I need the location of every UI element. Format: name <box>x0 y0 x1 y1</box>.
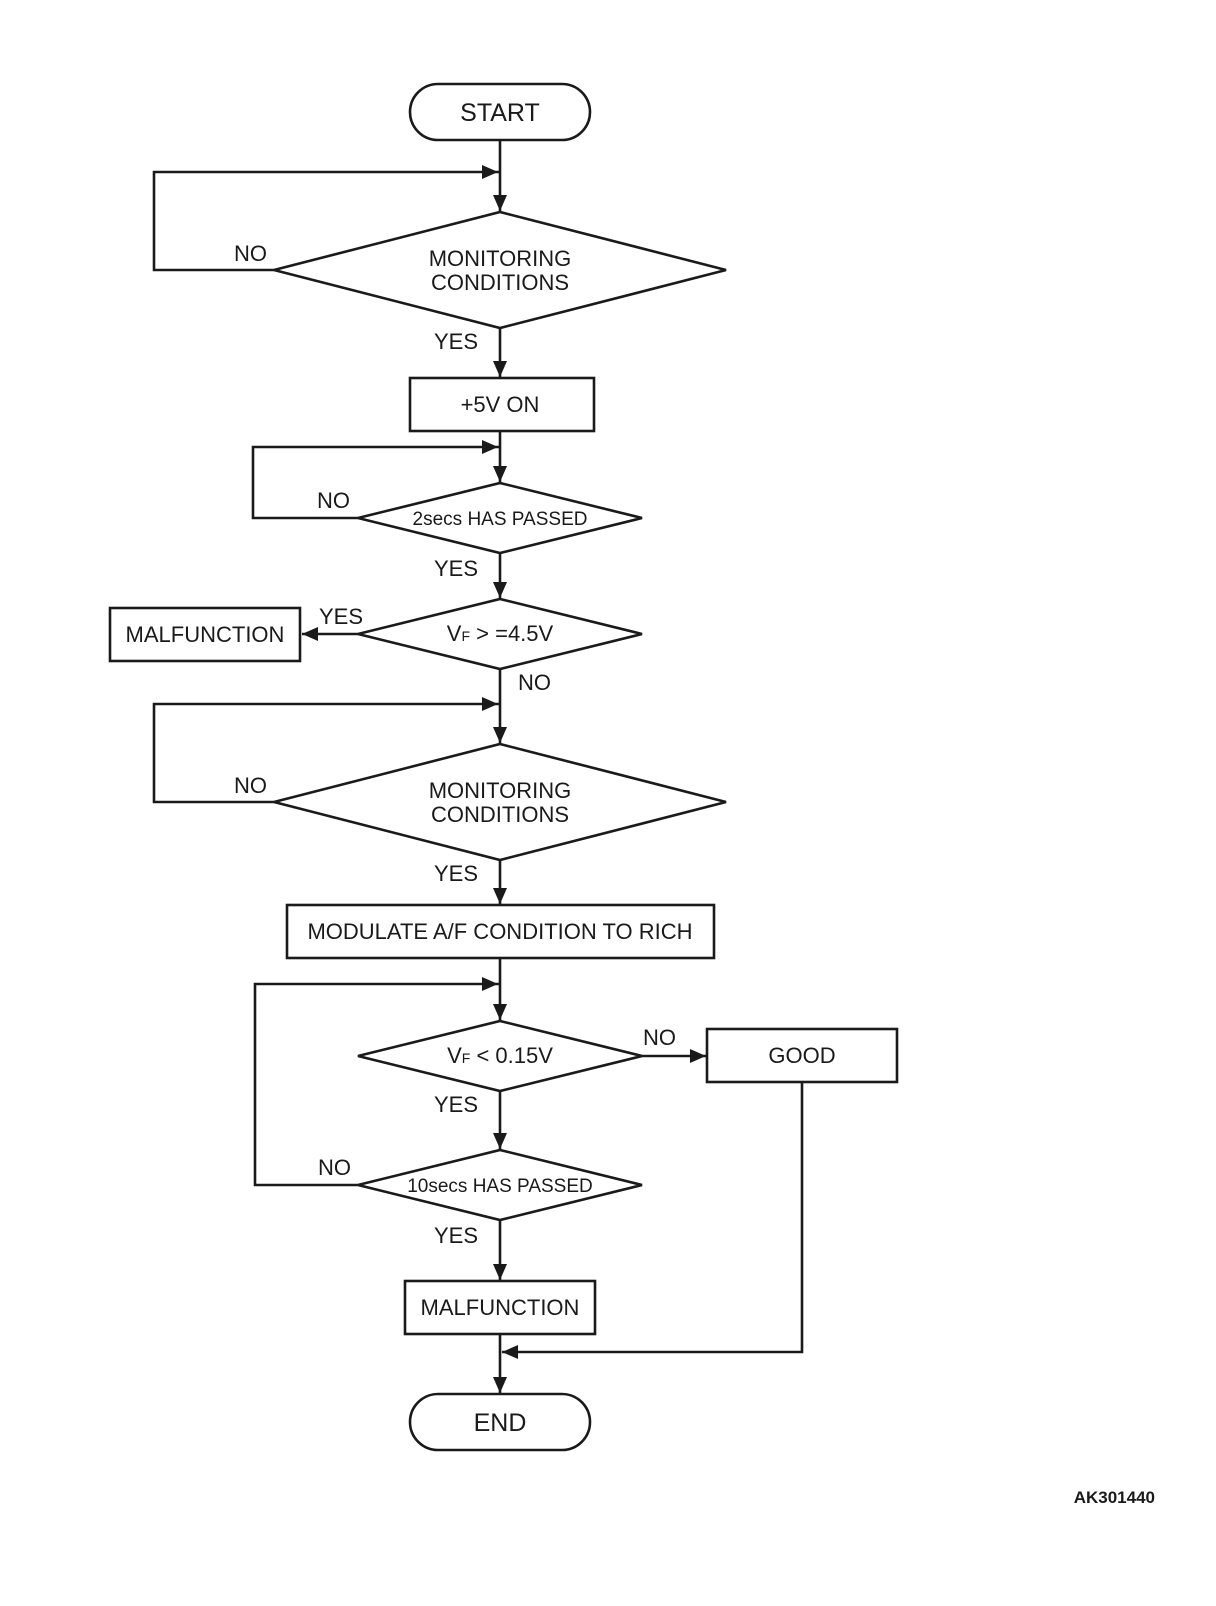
no-label-two-secs: NO <box>317 488 350 513</box>
ten-secs-passed-label: 10secs HAS PASSED <box>407 1176 593 1197</box>
monitoring-1-line2: CONDITIONS <box>431 270 569 295</box>
plus-5v-on-process: +5V ON <box>408 376 596 433</box>
malfunction-process-1: MALFUNCTION <box>108 606 302 663</box>
no-label-ten-secs: NO <box>318 1155 351 1180</box>
modulate-af-rich-process: MODULATE A/F CONDITION TO RICH <box>285 903 716 960</box>
yes-label-two-secs: YES <box>434 556 478 581</box>
good-label: GOOD <box>768 1043 835 1068</box>
yes-label-ten-secs: YES <box>434 1223 478 1248</box>
yes-label-vf-low: YES <box>434 1092 478 1117</box>
monitoring-conditions-decision-2: MONITORING CONDITIONS <box>273 742 727 862</box>
end-label: END <box>474 1409 527 1437</box>
monitoring-2-line1: MONITORING <box>429 778 572 803</box>
monitoring-conditions-decision-1: MONITORING CONDITIONS <box>273 210 727 330</box>
good-process: GOOD <box>705 1027 899 1084</box>
plus-5v-on-label: +5V ON <box>461 392 540 417</box>
yes-label-monitoring-2: YES <box>434 861 478 886</box>
two-secs-passed-label: 2secs HAS PASSED <box>413 509 588 530</box>
monitoring-2-line2: CONDITIONS <box>431 802 569 827</box>
monitoring-1-line1: MONITORING <box>429 246 572 271</box>
vf-high-label: VF > =4.5V <box>447 621 554 646</box>
modulate-af-label: MODULATE A/F CONDITION TO RICH <box>307 919 692 944</box>
malfunction-process-2: MALFUNCTION <box>403 1279 597 1336</box>
two-secs-passed-decision: 2secs HAS PASSED <box>357 481 643 555</box>
yes-label-monitoring-1: YES <box>434 329 478 354</box>
start-label: START <box>460 99 540 127</box>
start-terminal: START <box>408 82 592 142</box>
no-label-monitoring-2: NO <box>234 773 267 798</box>
yes-label-vf-high: YES <box>319 604 363 629</box>
malfunction-1-label: MALFUNCTION <box>126 622 285 647</box>
no-label-vf-high: NO <box>518 670 551 695</box>
malfunction-2-label: MALFUNCTION <box>421 1295 580 1320</box>
ten-secs-passed-decision: 10secs HAS PASSED <box>357 1148 643 1222</box>
no-label-monitoring-1: NO <box>234 241 267 266</box>
vf-low-label: VF < 0.15V <box>447 1043 553 1068</box>
vf-high-decision: VF > =4.5V <box>357 597 643 671</box>
figure-code: AK301440 <box>1074 1488 1155 1507</box>
no-label-vf-low: NO <box>643 1025 676 1050</box>
vf-low-decision: VF < 0.15V <box>357 1019 643 1093</box>
end-terminal: END <box>408 1392 592 1452</box>
